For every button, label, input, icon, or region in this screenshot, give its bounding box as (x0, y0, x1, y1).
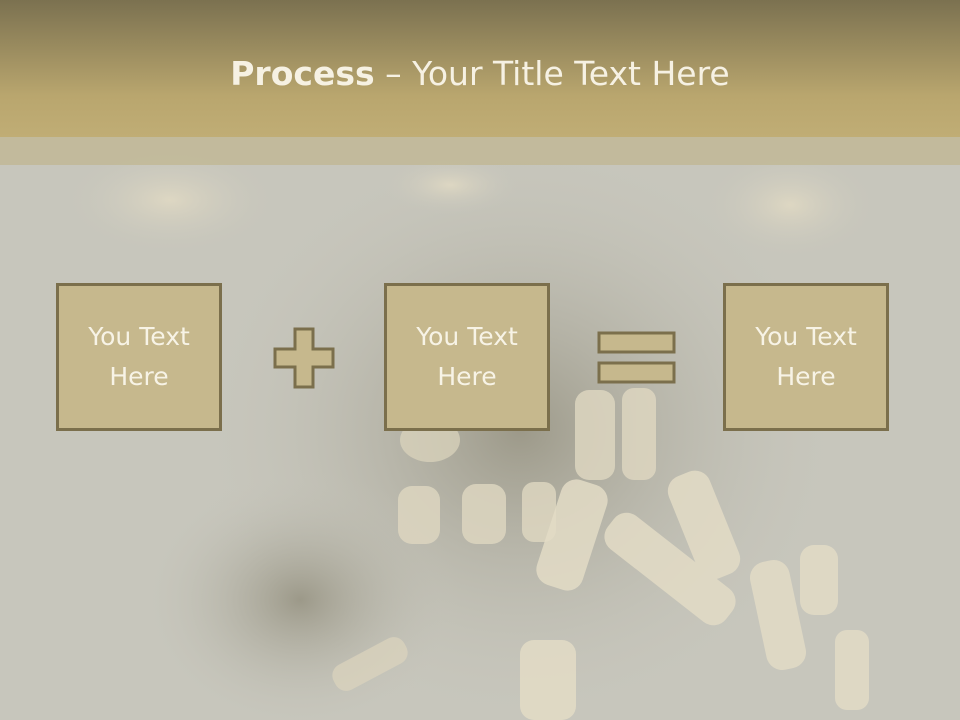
plus-icon (273, 327, 335, 389)
equals-icon (597, 331, 676, 384)
process-box-1[interactable]: You Text Here (56, 283, 222, 431)
title-underband (0, 137, 960, 165)
slide-title: Process – Your Title Text Here (0, 52, 960, 96)
process-box-1-line2: Here (109, 362, 169, 391)
process-box-2-line2: Here (437, 362, 497, 391)
process-box-1-text: You Text Here (64, 317, 214, 397)
process-box-1-line1: You Text (88, 322, 190, 351)
title-rest: – Your Title Text Here (374, 54, 730, 93)
process-box-3[interactable]: You Text Here (723, 283, 889, 431)
process-box-2[interactable]: You Text Here (384, 283, 550, 431)
process-box-2-line1: You Text (416, 322, 518, 351)
process-box-3-text: You Text Here (731, 317, 881, 397)
process-box-3-line2: Here (776, 362, 836, 391)
title-strong: Process (230, 54, 375, 93)
process-box-3-line1: You Text (755, 322, 857, 351)
title-bar: Process – Your Title Text Here (0, 0, 960, 137)
process-box-2-text: You Text Here (392, 317, 542, 397)
